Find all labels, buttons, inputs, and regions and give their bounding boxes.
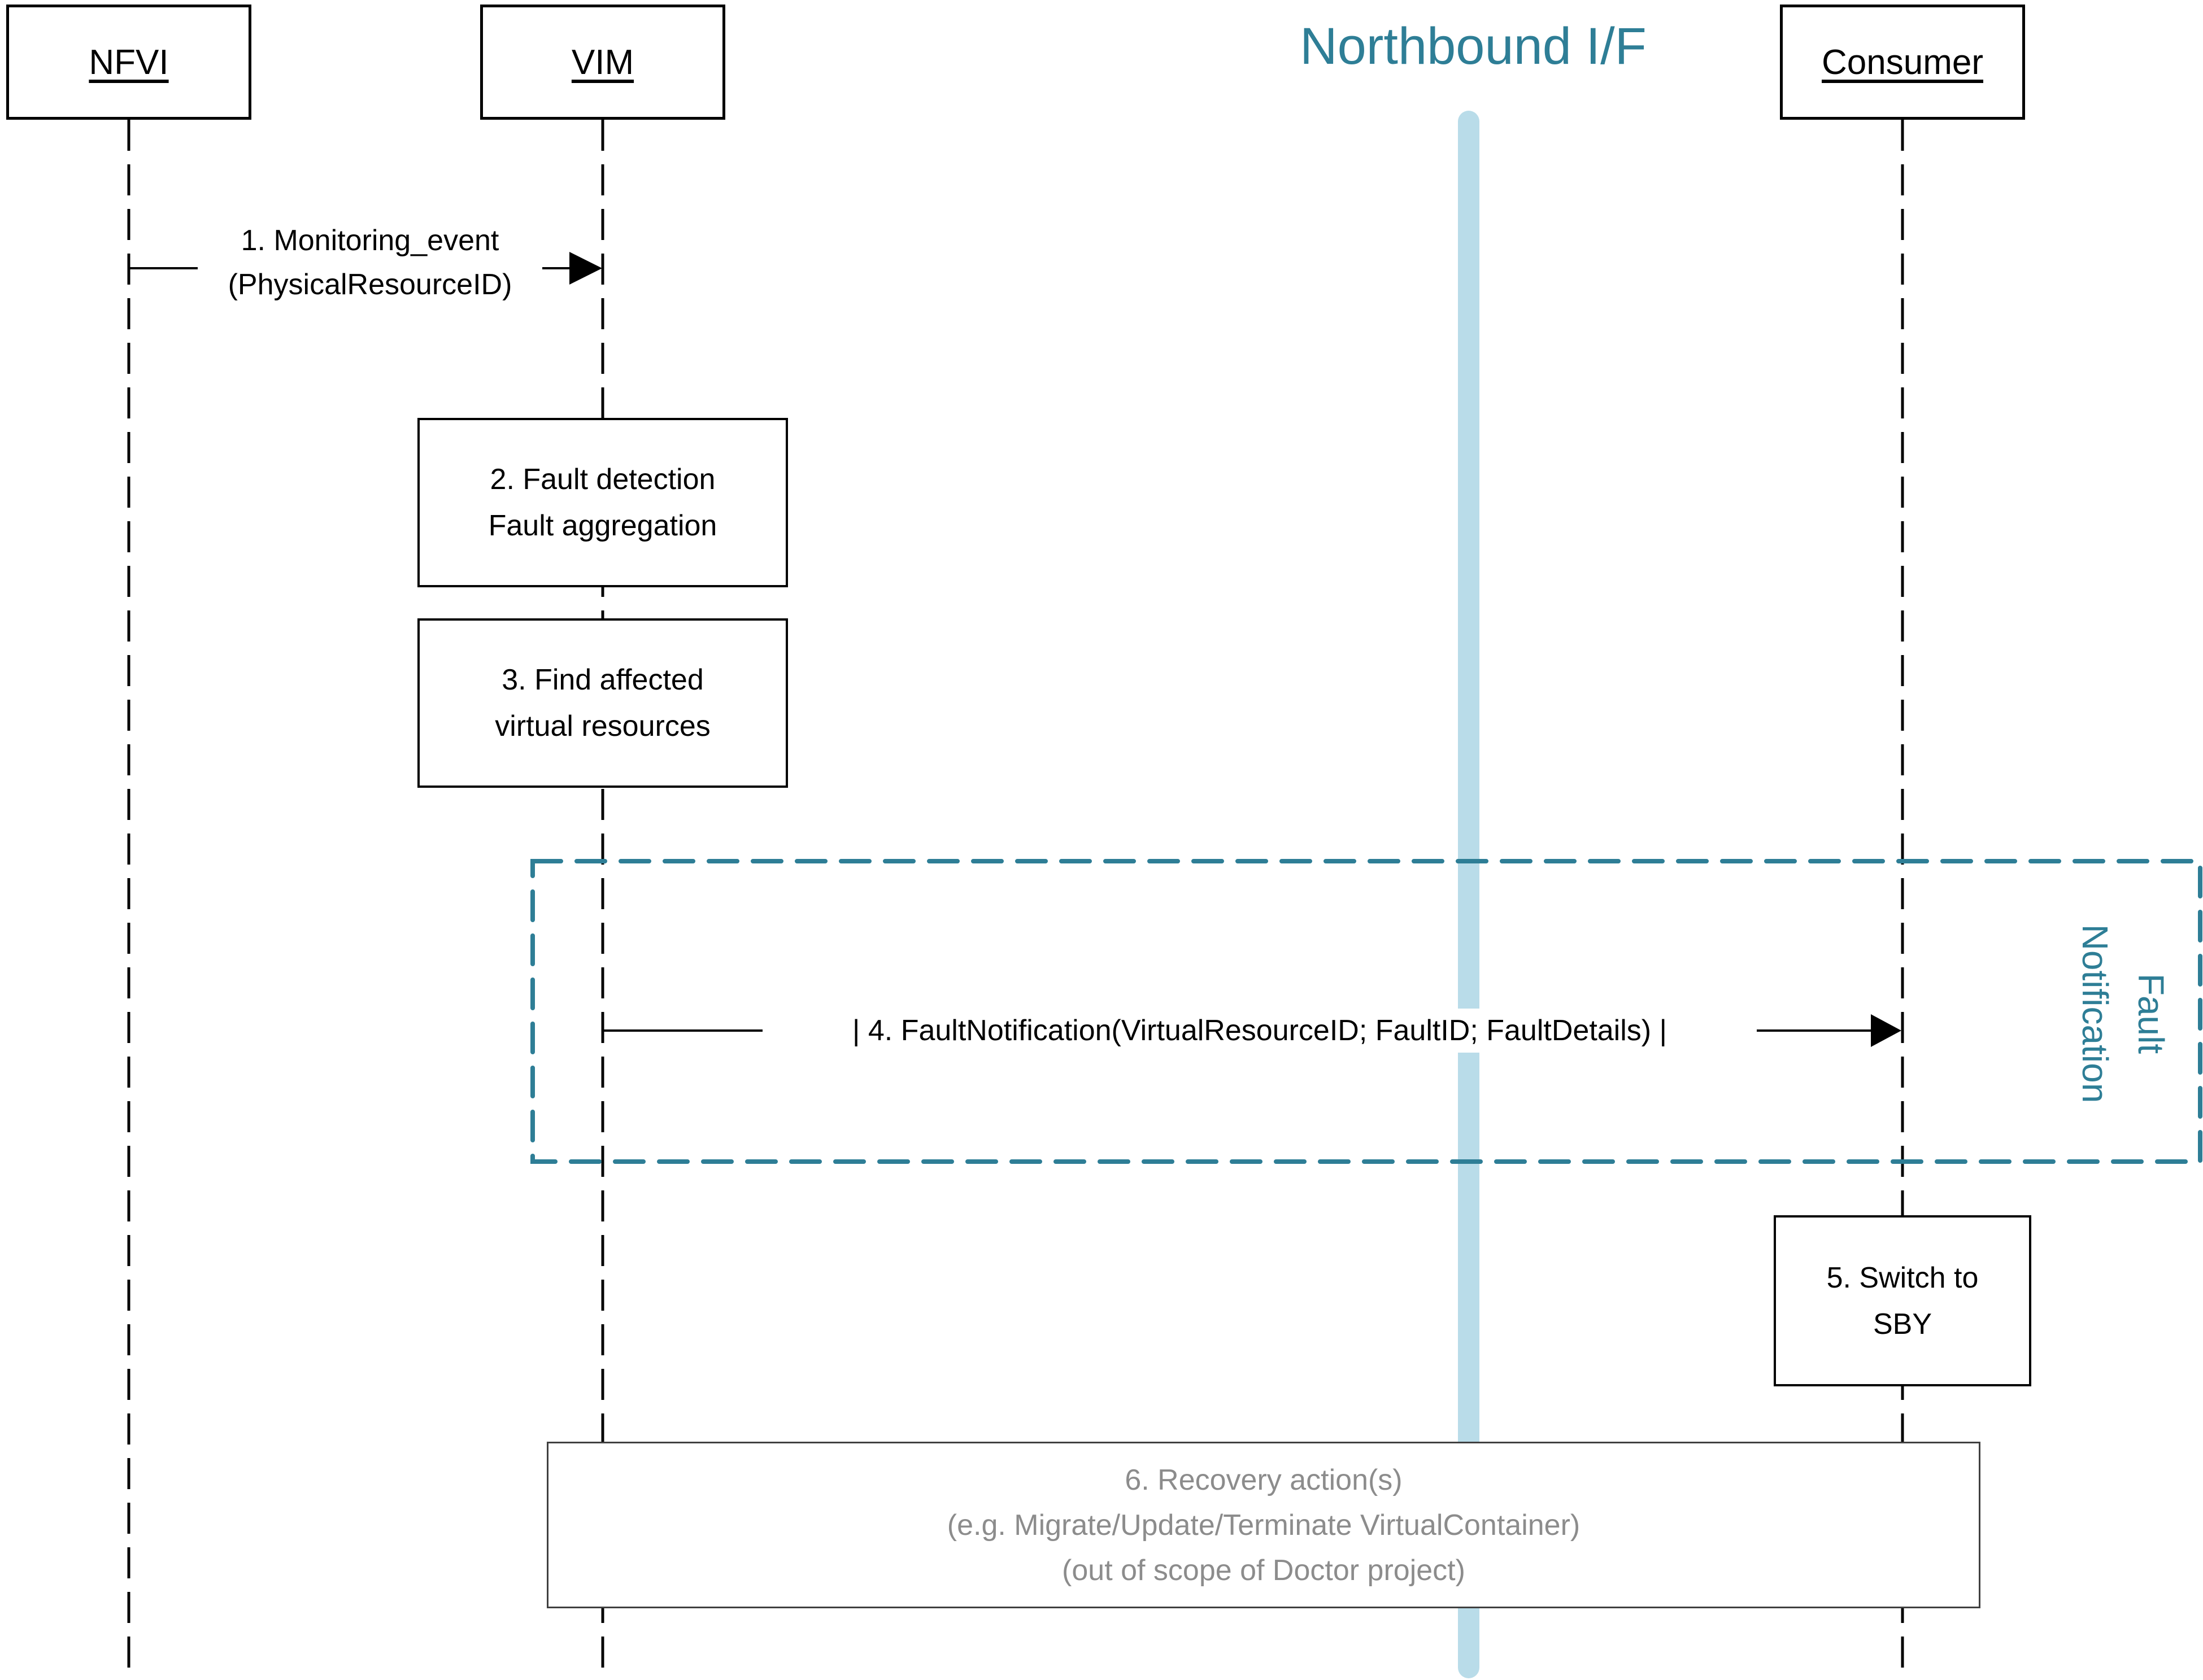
activity5-line1: 5. Switch to <box>1826 1261 1979 1294</box>
actor-box-consumer: Consumer <box>1780 5 2025 120</box>
group-label-line2: Notification <box>2075 924 2115 1103</box>
activity3-line2: virtual resources <box>495 710 711 743</box>
actor-label-consumer: Consumer <box>1822 42 1983 82</box>
fault-notification-group-frame <box>530 859 2202 1164</box>
actor-label-vim: VIM <box>571 42 634 82</box>
activity5-line2: SBY <box>1873 1307 1932 1341</box>
activity6-line3: (out of scope of Doctor project) <box>1062 1554 1465 1587</box>
actor-box-vim: VIM <box>480 5 725 120</box>
message1-arrowhead-icon <box>569 252 602 285</box>
activity-box-5: 5. Switch to SBY <box>1774 1215 2031 1386</box>
activity6-line1: 6. Recovery action(s) <box>1125 1463 1403 1496</box>
activity6-line2: (e.g. Migrate/Update/Terminate VirtualCo… <box>947 1508 1581 1542</box>
actor-box-nfvi: NFVI <box>6 5 251 120</box>
message1-label: 1. Monitoring_event (PhysicalResourceID) <box>198 219 542 307</box>
activity3-line1: 3. Find affected <box>502 664 704 696</box>
message1-label-line1: 1. Monitoring_event <box>241 224 499 257</box>
group-label-line1: Fault <box>2131 973 2171 1054</box>
activity2-line2: Fault aggregation <box>488 509 717 542</box>
message4-arrowhead-icon <box>1871 1014 1901 1047</box>
activity-box-6: 6. Recovery action(s) (e.g. Migrate/Upda… <box>547 1442 1980 1608</box>
fault-notification-group-label: Fault Notification <box>2066 816 2179 1211</box>
northbound-interface-title: Northbound I/F <box>1300 18 1647 75</box>
activity-box-2: 2. Fault detection Fault aggregation <box>417 418 788 587</box>
actor-label-nfvi: NFVI <box>89 42 169 82</box>
message4-label: | 4. FaultNotification(VirtualResourceID… <box>763 1009 1757 1053</box>
activity2-line1: 2. Fault detection <box>490 463 716 496</box>
activity-box-3: 3. Find affected virtual resources <box>417 618 788 788</box>
message1-label-line2: (PhysicalResourceID) <box>228 268 512 301</box>
